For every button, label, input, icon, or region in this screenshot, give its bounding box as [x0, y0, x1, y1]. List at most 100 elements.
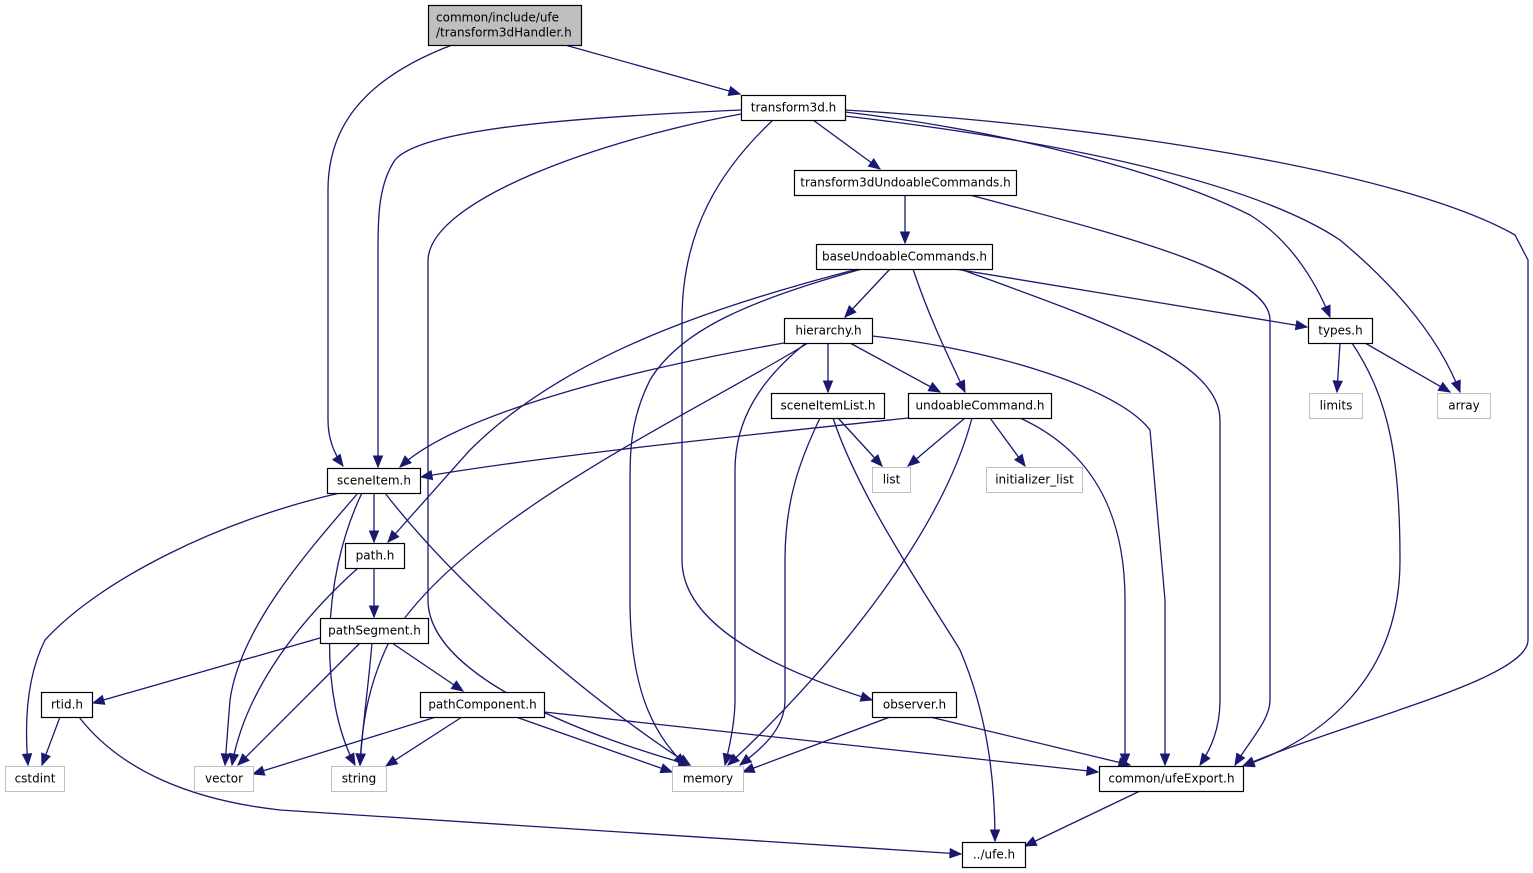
node-baseUndo[interactable]: baseUndoableCommands.h — [815, 243, 994, 271]
arrowhead-icon — [906, 454, 921, 467]
node-box — [1309, 393, 1363, 419]
node-rtid[interactable]: rtid.h — [40, 691, 94, 719]
arrowhead-icon — [1023, 836, 1038, 847]
node-box — [331, 766, 387, 792]
edge-line — [1024, 790, 1141, 847]
node-box — [344, 542, 406, 570]
node-label: limits — [1320, 399, 1353, 413]
edge-transform3d-to-types — [844, 111, 1331, 319]
arrowhead-icon — [867, 157, 882, 170]
edge-line — [359, 642, 373, 766]
node-box — [815, 243, 994, 271]
node-box — [326, 467, 422, 495]
node-transform3d[interactable]: transform3d.h — [740, 94, 847, 122]
edge-baseUndo-to-ufeExport — [959, 268, 1221, 767]
edge-sceneItemList-to-list — [837, 417, 883, 467]
node-memory: memory — [672, 766, 744, 792]
node-sceneItemList[interactable]: sceneItemList.h — [770, 392, 886, 420]
edge-line — [681, 119, 873, 701]
node-pathSegment[interactable]: pathSegment.h — [319, 617, 430, 645]
node-t3dUndo[interactable]: transform3dUndoableCommands.h — [793, 169, 1018, 197]
edge-line — [399, 342, 785, 468]
arrowhead-icon — [899, 231, 911, 245]
arrowhead-icon — [955, 379, 966, 394]
edge-line — [1364, 342, 1451, 393]
edge-observer-to-ufeExport — [929, 716, 1132, 768]
edge-transform3d-to-array — [844, 115, 1461, 394]
edge-line — [78, 716, 962, 855]
edge-sceneItem-to-vector — [220, 492, 359, 767]
edge-sceneItemList-to-ufe — [832, 417, 1001, 843]
edge-line — [844, 109, 1529, 767]
arrowhead-icon — [1450, 379, 1461, 394]
node-box — [419, 691, 546, 719]
node-root[interactable]: common/include/ufe/transform3dHandler.h — [427, 4, 583, 47]
arrowhead-icon — [450, 680, 465, 692]
edge-baseUndo-to-path — [387, 268, 859, 543]
edge-line — [224, 492, 359, 766]
edge-pathSegment-to-rtid — [91, 637, 321, 705]
arrowhead-icon — [741, 763, 756, 773]
node-box — [427, 4, 583, 47]
edges-layer — [21, 44, 1529, 859]
arrowhead-icon — [1234, 752, 1246, 767]
node-observer[interactable]: observer.h — [871, 691, 958, 719]
node-label: array — [1448, 399, 1479, 413]
arrowhead-icon — [368, 605, 380, 619]
node-undoableCommand[interactable]: undoableCommand.h — [907, 392, 1053, 420]
edge-t3dUndo-to-baseUndo — [899, 195, 911, 245]
edge-line — [812, 119, 881, 170]
node-pathComponent[interactable]: pathComponent.h — [419, 691, 546, 719]
edge-ufeExport-to-ufe — [1023, 790, 1141, 847]
edge-line — [832, 417, 996, 842]
node-label: ../ufe.h — [973, 848, 1015, 862]
arrowhead-icon — [228, 752, 240, 767]
node-ufe[interactable]: ../ufe.h — [961, 841, 1027, 869]
arrowhead-icon — [659, 763, 674, 774]
node-sceneItem[interactable]: sceneItem.h — [326, 467, 422, 495]
node-box — [907, 392, 1053, 420]
edge-baseUndo-to-types — [954, 268, 1309, 331]
node-box — [961, 841, 1027, 869]
arrowhead-icon — [1320, 304, 1331, 319]
edge-sceneItemList-to-memory — [738, 417, 821, 766]
arrowhead-icon — [989, 829, 1001, 843]
edge-line — [969, 194, 1271, 766]
edge-line — [844, 111, 1331, 318]
edge-pathComponent-to-string — [384, 716, 463, 767]
arrowhead-icon — [727, 753, 741, 766]
edge-baseUndo-to-hierarchy — [844, 268, 891, 318]
node-label: baseUndoableCommands.h — [822, 250, 987, 264]
edge-line — [871, 335, 1166, 765]
edge-line — [629, 268, 863, 766]
node-ufeExport[interactable]: common/ufeExport.h — [1098, 765, 1245, 793]
edge-line — [237, 642, 361, 766]
edge-line — [543, 711, 1099, 773]
arrowhead-icon — [91, 694, 106, 705]
edge-rtid-to-ufe — [78, 716, 963, 859]
arrowhead-icon — [372, 455, 384, 469]
edge-line — [849, 342, 941, 393]
arrowhead-icon — [870, 453, 883, 467]
edge-undoableCommand-to-initializer_list — [989, 417, 1026, 468]
node-box — [672, 766, 744, 792]
edge-line — [327, 44, 453, 467]
arrowhead-icon — [1086, 765, 1100, 776]
edge-hierarchy-to-sceneItemList — [822, 343, 834, 394]
node-box — [1437, 393, 1491, 419]
node-path[interactable]: path.h — [344, 542, 406, 570]
edge-root-to-transform3d — [564, 44, 742, 96]
edge-pathComponent-to-vector — [251, 716, 437, 776]
arrowhead-icon — [727, 85, 742, 96]
arrowhead-icon — [331, 453, 344, 468]
edge-line — [387, 268, 859, 543]
node-types[interactable]: types.h — [1307, 317, 1374, 345]
edge-sceneItem-to-path — [368, 493, 380, 544]
arrowhead-icon — [344, 752, 356, 767]
arrowhead-icon — [1199, 752, 1211, 767]
edge-types-to-array — [1364, 342, 1452, 393]
arrowhead-icon — [387, 529, 400, 543]
node-hierarchy[interactable]: hierarchy.h — [783, 317, 874, 345]
arrowhead-icon — [927, 381, 942, 393]
edge-line — [25, 492, 341, 766]
